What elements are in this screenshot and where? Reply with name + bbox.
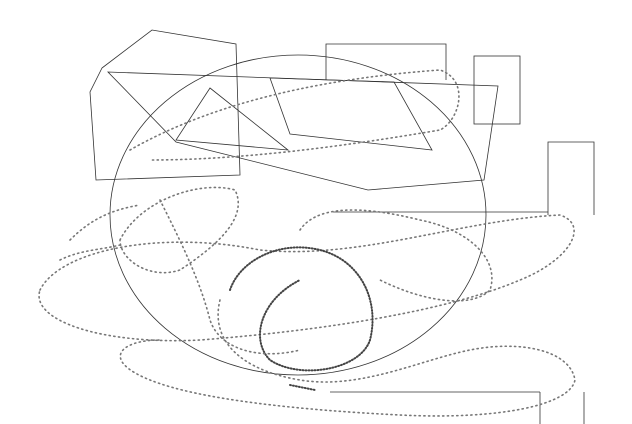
dotted-curve: [159, 199, 301, 355]
rectangle-far-right: [547, 141, 595, 215]
quadrilateral-shape: [269, 77, 433, 151]
dotted-curve: [229, 246, 374, 372]
dotted-curve: [289, 384, 316, 391]
dotted-curve: [119, 186, 239, 274]
rectangle-top: [325, 43, 447, 80]
pentagon-shape: [89, 29, 241, 181]
large-circle: [109, 54, 487, 376]
dotted-curve: [119, 299, 576, 417]
dotted-curve: [129, 69, 460, 161]
large-polygon: [107, 71, 499, 191]
dotted-curve: [59, 204, 141, 261]
dotted-curve: [38, 214, 575, 342]
rectangle-right: [473, 55, 521, 125]
dotted-curve: [299, 209, 493, 302]
triangle-shape: [175, 87, 290, 151]
